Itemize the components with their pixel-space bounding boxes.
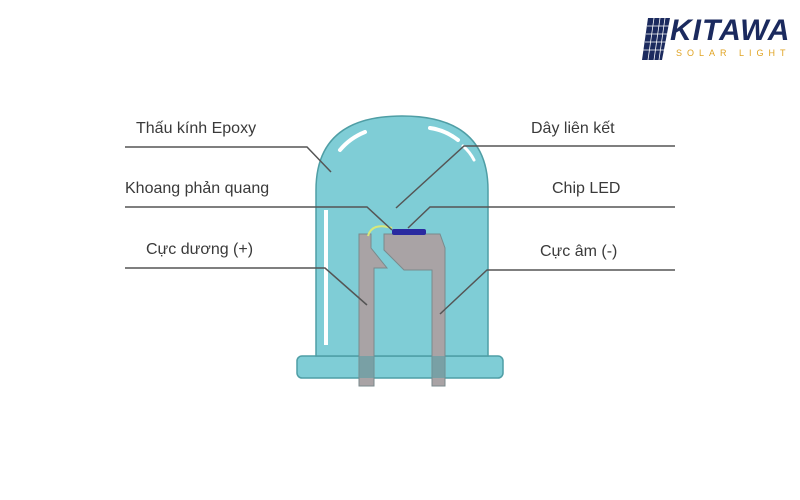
lens-highlight [338, 130, 367, 152]
lens-highlight [461, 144, 476, 162]
leader-bond-wire [395, 145, 675, 209]
label-bond-wire: Dây liên kết [531, 120, 615, 137]
leader-anode [125, 267, 368, 306]
leader-cathode [439, 269, 675, 315]
solar-panel-icon [642, 17, 670, 61]
logo-tagline: SOLAR LIGHT [676, 48, 791, 58]
kitawa-logo: KITAWA SOLAR LIGHT [640, 14, 792, 62]
lens-highlight [428, 126, 460, 142]
led-base-rim [296, 355, 504, 379]
led-chip [392, 229, 426, 235]
label-epoxy-lens: Thấu kính Epoxy [136, 120, 257, 137]
label-cathode: Cực âm (-) [540, 243, 618, 260]
anode-lead [358, 233, 389, 387]
leader-chip [407, 206, 675, 229]
leader-epoxy [125, 146, 332, 173]
label-reflector-cavity: Khoang phản quang [125, 180, 270, 197]
logo-brand: KITAWA [670, 14, 791, 47]
lens-highlight-strip [324, 210, 328, 345]
leader-reflector [125, 206, 393, 231]
label-led-chip: Chip LED [552, 180, 621, 197]
label-anode: Cực dương (+) [146, 241, 254, 258]
